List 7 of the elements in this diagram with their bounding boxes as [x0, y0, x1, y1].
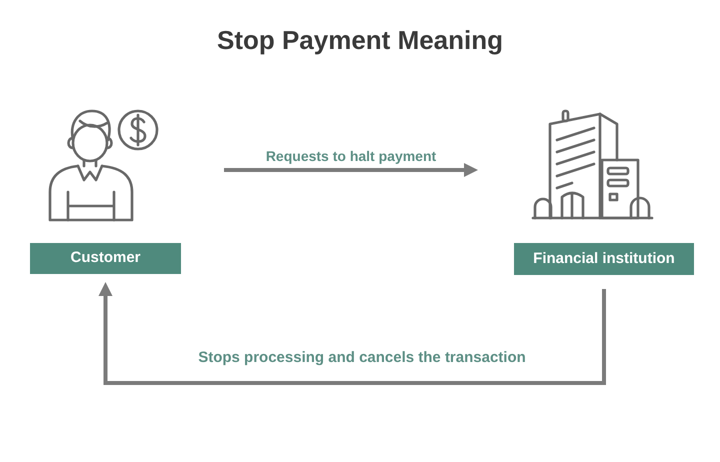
- entity-label: Financial institution: [514, 243, 694, 275]
- arrow: [224, 163, 478, 177]
- entity-label: Customer: [30, 243, 181, 274]
- edge-label: Requests to halt payment: [266, 147, 436, 165]
- title: Stop Payment Meaning: [216, 24, 504, 57]
- edge-label: Stops processing and cancels the transaction: [198, 349, 526, 367]
- arrow: [98, 282, 606, 385]
